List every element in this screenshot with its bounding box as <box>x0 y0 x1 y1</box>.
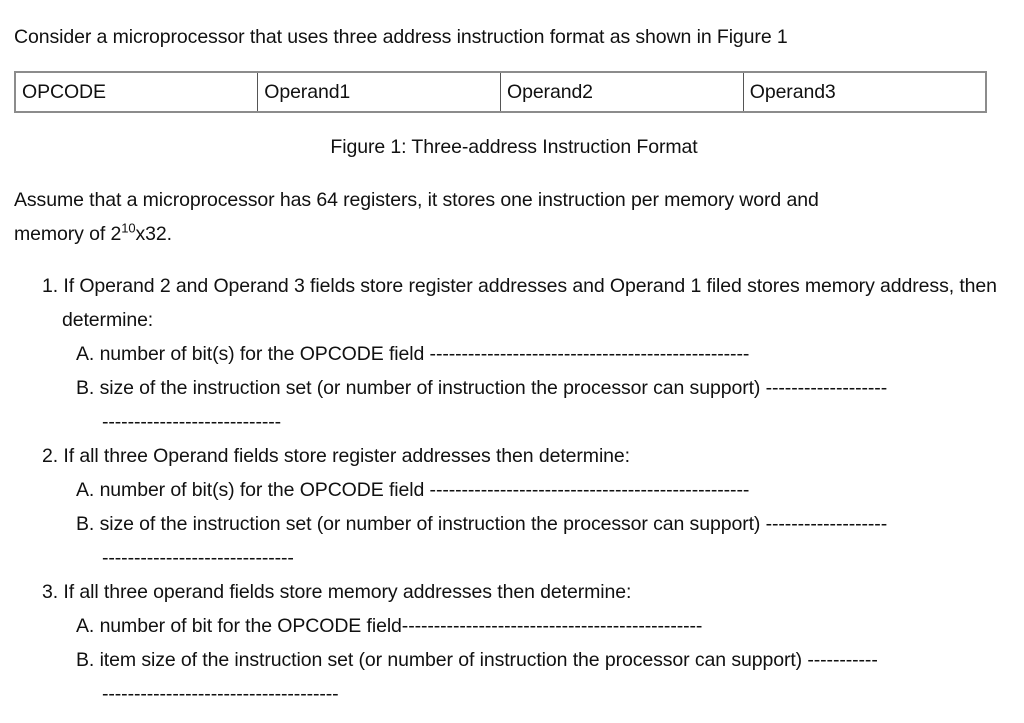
answer-blank-dashes: ----------------------------------------… <box>424 479 750 501</box>
answer-blank-dashes-continued: ------------------------------------- <box>102 683 339 705</box>
operand2-cell: Operand2 <box>500 71 744 113</box>
question-list: 1. If Operand 2 and Operand 3 fields sto… <box>14 269 1014 711</box>
part-b-text: size of the instruction set (or number o… <box>99 513 761 535</box>
question-2-body: If all three Operand fields store regist… <box>63 445 630 467</box>
part-b-label: B. <box>76 377 95 399</box>
answer-blank-dashes: ----------- <box>802 649 878 671</box>
operand1-cell: Operand1 <box>257 71 501 113</box>
assumption-line-2: memory of 210x32. <box>14 217 1014 251</box>
question-2-text: 2. If all three Operand fields store reg… <box>42 439 1014 473</box>
part-a-text: number of bit(s) for the OPCODE field <box>99 343 425 365</box>
part-a-label: A. <box>76 479 95 501</box>
part-b-text: item size of the instruction set (or num… <box>99 649 803 671</box>
figure-caption: Figure 1: Three-address Instruction Form… <box>330 136 698 158</box>
part-a-label: A. <box>76 343 95 365</box>
question-3-text: 3. If all three operand fields store mem… <box>42 575 1014 609</box>
memory-size-prefix: memory of 2 <box>14 223 122 245</box>
question-2-part-a: A. number of bit(s) for the OPCODE field… <box>76 473 1014 507</box>
answer-blank-dashes: ------------------- <box>760 513 888 535</box>
instruction-format-table: OPCODE Operand1 Operand2 Operand3 <box>14 71 987 113</box>
answer-blank-dashes-continued: ---------------------------- <box>102 411 282 433</box>
answer-blank-dashes: ------------------- <box>760 377 888 399</box>
question-1-part-b: B. size of the instruction set (or numbe… <box>76 371 1014 405</box>
question-3-part-b: B. item size of the instruction set (or … <box>76 643 1014 677</box>
answer-blank-dashes: ----------------------------------------… <box>424 343 750 365</box>
question-2-part-b: B. size of the instruction set (or numbe… <box>76 507 1014 541</box>
question-3-body: If all three operand fields store memory… <box>63 581 632 603</box>
question-3-number: 3. <box>42 581 59 603</box>
part-b-label: B. <box>76 513 95 535</box>
assumption-line-1: Assume that a microprocessor has 64 regi… <box>14 189 819 211</box>
question-2: 2. If all three Operand fields store reg… <box>14 439 1014 575</box>
assumption-paragraph: Assume that a microprocessor has 64 regi… <box>14 183 1014 251</box>
answer-blank-dashes-continued: ------------------------------ <box>102 547 294 569</box>
question-1: 1. If Operand 2 and Operand 3 fields sto… <box>14 269 1014 439</box>
question-2-number: 2. <box>42 445 59 467</box>
table-row: OPCODE Operand1 Operand2 Operand3 <box>14 71 987 113</box>
memory-size-suffix: x32. <box>135 223 173 245</box>
part-a-label: A. <box>76 615 95 637</box>
intro-text: Consider a microprocessor that uses thre… <box>14 26 788 48</box>
part-a-text: number of bit(s) for the OPCODE field <box>99 479 425 501</box>
question-1-body: If Operand 2 and Operand 3 fields store … <box>62 275 997 331</box>
opcode-cell: OPCODE <box>14 71 259 113</box>
part-b-label: B. <box>76 649 95 671</box>
question-1-part-a: A. number of bit(s) for the OPCODE field… <box>76 337 1014 371</box>
part-b-text: size of the instruction set (or number o… <box>99 377 761 399</box>
part-a-text: number of bit for the OPCODE field <box>99 615 402 637</box>
question-3-part-a: A. number of bit for the OPCODE field---… <box>76 609 1014 643</box>
operand3-cell: Operand3 <box>742 71 987 113</box>
question-1-number: 1. <box>42 275 59 297</box>
question-3: 3. If all three operand fields store mem… <box>14 575 1014 711</box>
memory-size-exponent: 10 <box>121 220 136 236</box>
question-1-text: 1. If Operand 2 and Operand 3 fields sto… <box>42 269 1014 337</box>
answer-blank-dashes: ----------------------------------------… <box>401 615 703 637</box>
